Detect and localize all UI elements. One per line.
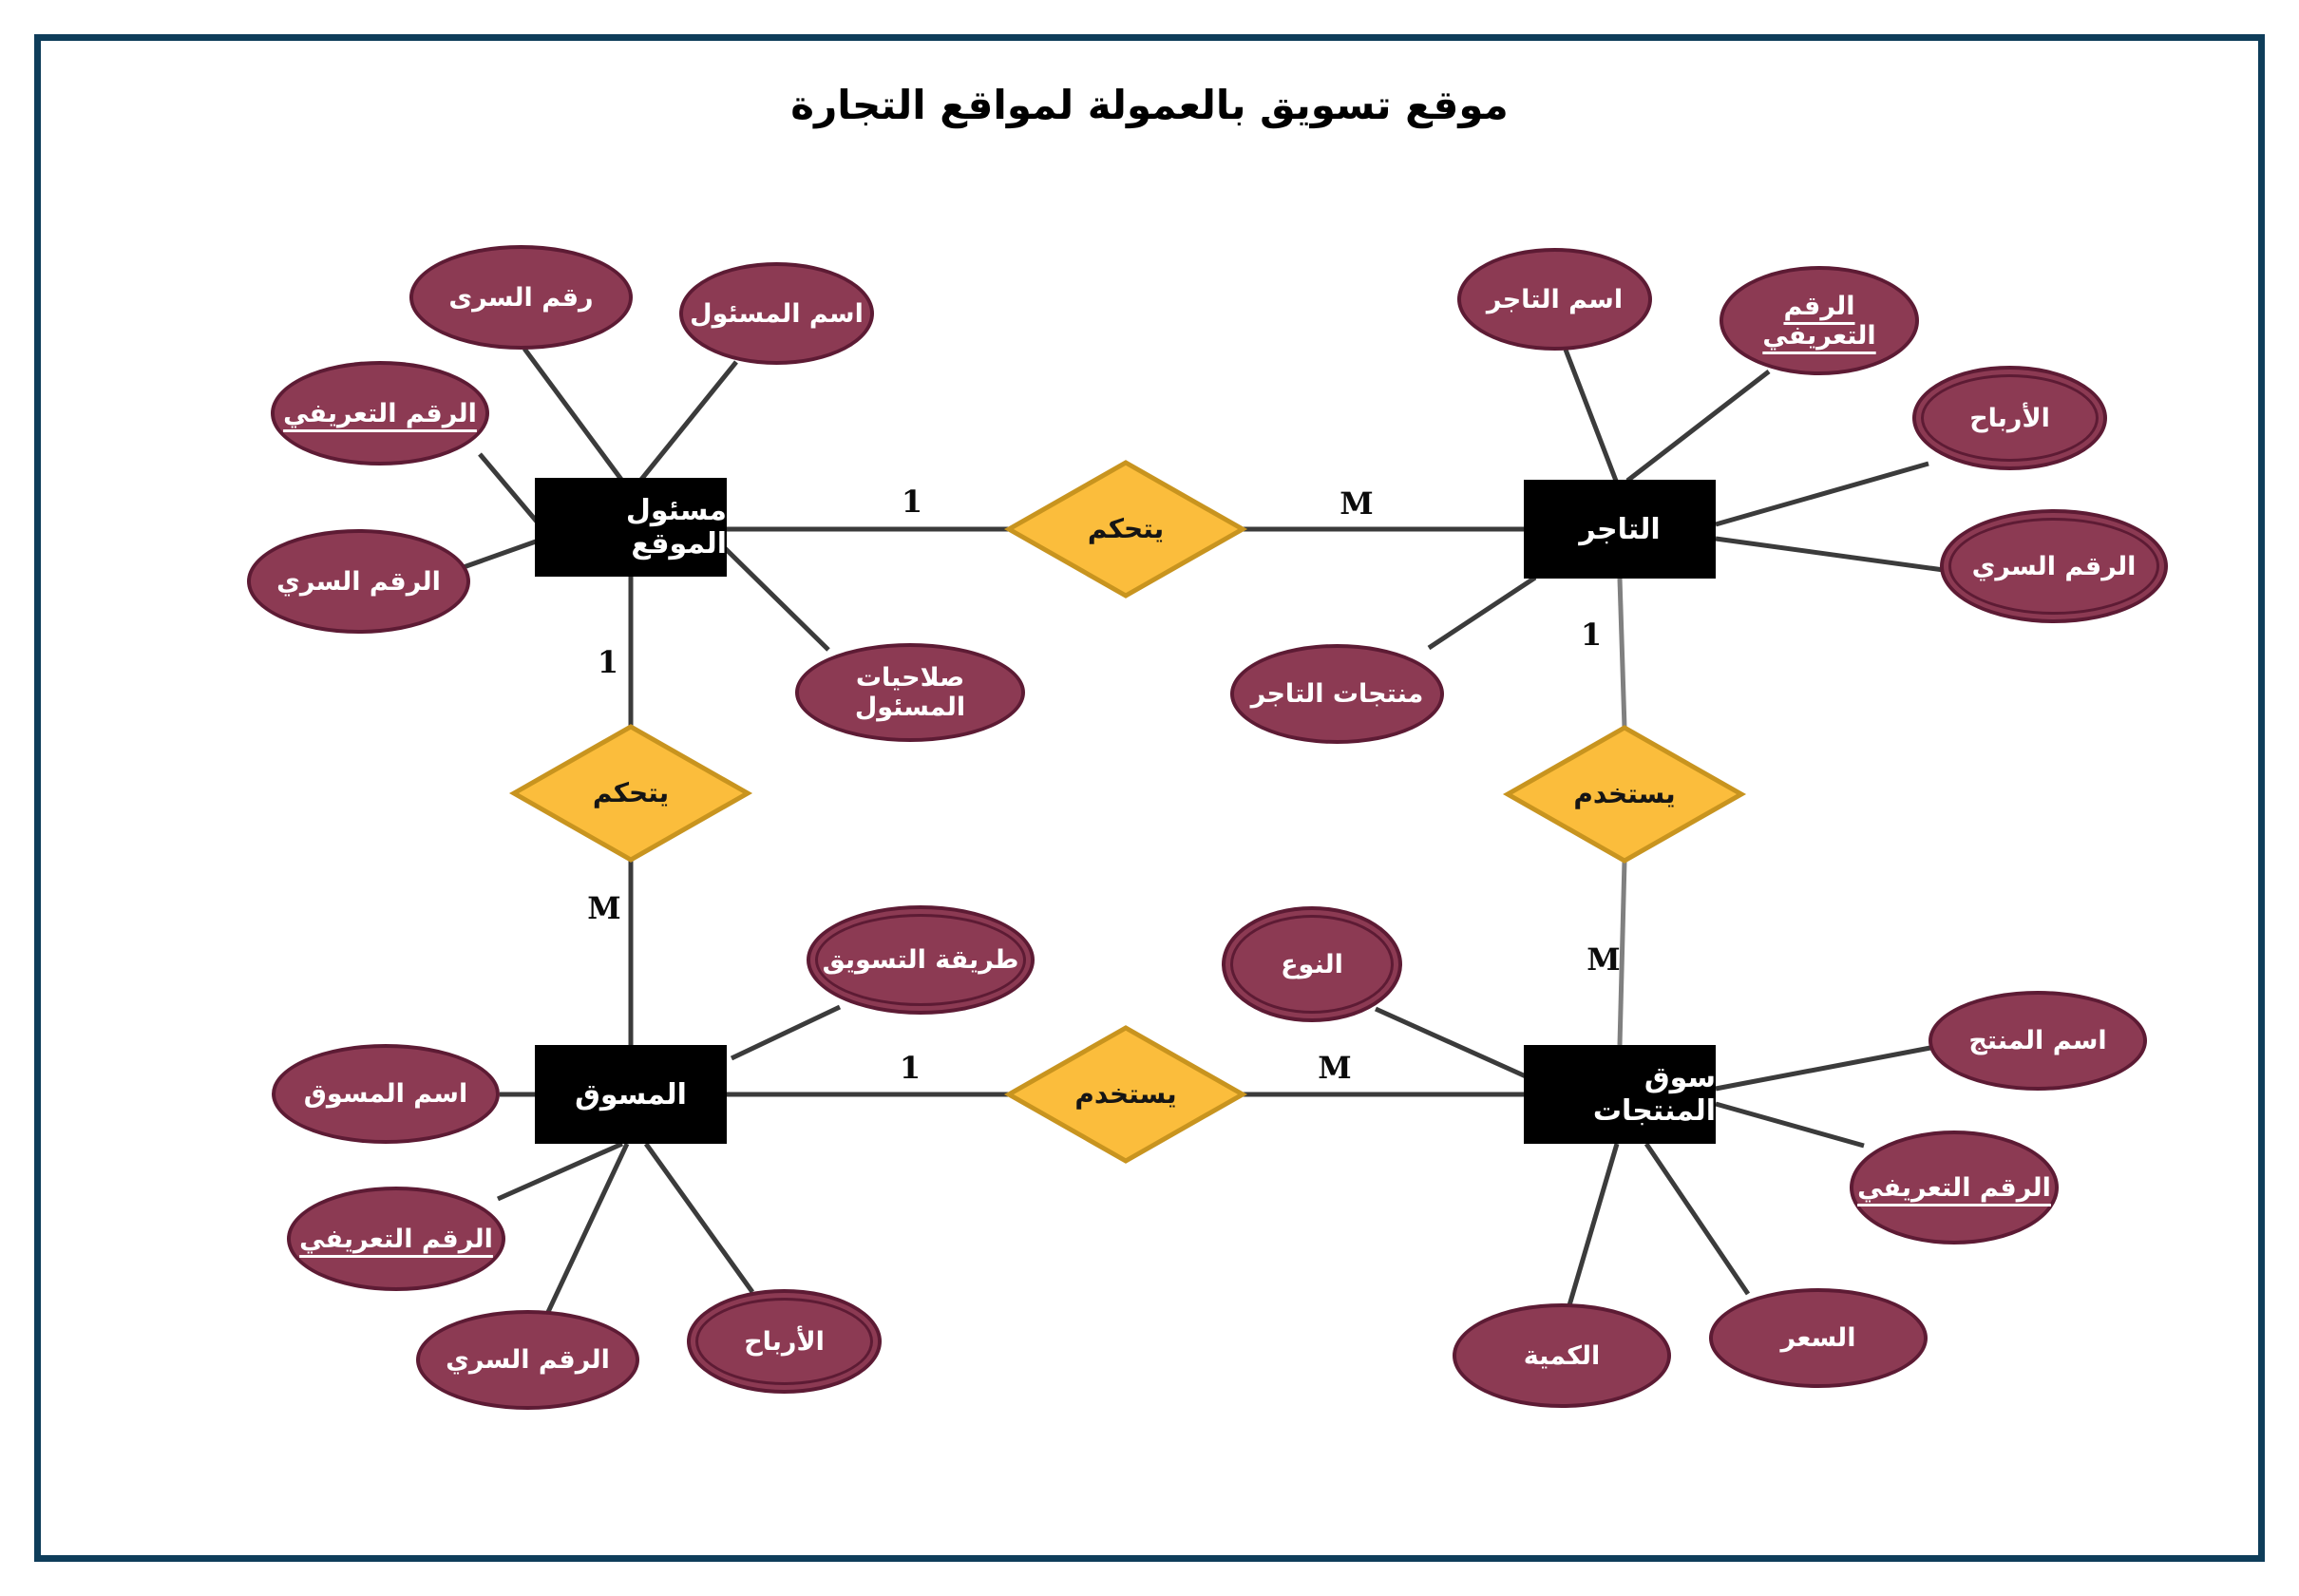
entity-products-market: سوق المنتجات xyxy=(1524,1045,1716,1144)
entity-site-manager: مسئول الموقع xyxy=(535,478,727,577)
attribute-merchant-secret-number: الرقم السري xyxy=(1940,509,2168,623)
cardinality-label: M xyxy=(1586,941,1621,978)
connector-line xyxy=(1625,370,1771,483)
relationship-diamond-uses-right xyxy=(1502,725,1747,864)
connector-line xyxy=(1715,1101,1865,1149)
cardinality-label: 1 xyxy=(597,644,619,680)
relationship-label-uses-bottom: يستخدم xyxy=(1074,1078,1177,1110)
connector-line xyxy=(1617,860,1627,1046)
attribute-product-id: الرقم التعريفي xyxy=(1850,1130,2059,1244)
attribute-site-manager-permissions: صلاحيات المسئول xyxy=(795,643,1025,742)
attribute-marketer-profits: الأرباح xyxy=(687,1289,882,1394)
relationship-diamond-controls-top xyxy=(1003,460,1248,598)
connector-line xyxy=(496,1141,624,1202)
connector-line xyxy=(1427,575,1537,651)
diagram-title: موقع تسويق بالعمولة لمواقع التجارة xyxy=(790,82,1509,128)
cardinality-label: 1 xyxy=(1580,617,1603,653)
attribute-site-manager-id: الرقم التعريفي xyxy=(271,361,489,466)
attribute-site-manager-name: اسم المسئول xyxy=(679,262,874,365)
attribute-site-manager-secret-code: الرقم السري xyxy=(247,529,470,634)
attribute-marketer-name: اسم المسوق xyxy=(272,1044,500,1144)
connector-line xyxy=(643,1142,755,1294)
entity-marketer: المسوق xyxy=(535,1045,727,1144)
attribute-merchant-profits: الأرباح xyxy=(1912,366,2107,470)
connector-line xyxy=(1617,578,1627,729)
connector-line xyxy=(1715,536,1945,573)
attribute-product-price: السعر xyxy=(1709,1288,1928,1388)
relationship-diamond-controls-left xyxy=(508,724,753,863)
connector-line xyxy=(1374,1006,1528,1079)
cardinality-label: M xyxy=(1340,485,1374,522)
connector-line xyxy=(1715,461,1929,527)
cardinality-label: 1 xyxy=(899,1050,922,1086)
connector-line xyxy=(638,360,738,483)
relationship-label-controls-left: يتحكم xyxy=(592,777,670,808)
connector-line xyxy=(545,1142,630,1314)
cardinality-label: M xyxy=(1318,1050,1352,1086)
cardinality-label: 1 xyxy=(901,484,923,520)
connector-line xyxy=(478,452,539,523)
attribute-product-name: اسم المنتج xyxy=(1928,991,2147,1091)
attribute-marketer-id: الرقم التعريفي xyxy=(287,1187,505,1291)
connector-line xyxy=(730,1004,842,1061)
connector-line xyxy=(463,539,537,570)
attribute-merchant-name: اسم التاجر xyxy=(1457,248,1652,351)
attribute-merchant-id: الرقم التعريفي xyxy=(1720,266,1919,375)
relationship-diamond-uses-bottom xyxy=(1003,1025,1248,1164)
connector-line xyxy=(522,347,625,483)
attribute-marketing-method: طريقة التسويق xyxy=(807,905,1035,1015)
attribute-merchant-products: منتجات التاجر xyxy=(1230,644,1444,744)
connector-line xyxy=(1644,1142,1751,1296)
connector-line xyxy=(1563,349,1619,482)
connector-line xyxy=(1567,1143,1620,1306)
entity-merchant: التاجر xyxy=(1524,480,1716,579)
attribute-marketer-secret-number: الرقم السري xyxy=(416,1310,639,1410)
attribute-product-quantity: الكمية xyxy=(1453,1303,1671,1408)
cardinality-label: M xyxy=(587,890,621,926)
relationship-label-controls-top: يتحكم xyxy=(1087,513,1165,544)
attribute-product-type: النوع xyxy=(1222,906,1402,1022)
connector-line xyxy=(1715,1045,1931,1092)
page-border xyxy=(34,34,2265,1562)
relationship-label-uses-right: يستخدم xyxy=(1573,778,1676,809)
connector-line xyxy=(723,546,830,652)
attribute-site-manager-secret-number: رقم السرى xyxy=(409,245,633,350)
